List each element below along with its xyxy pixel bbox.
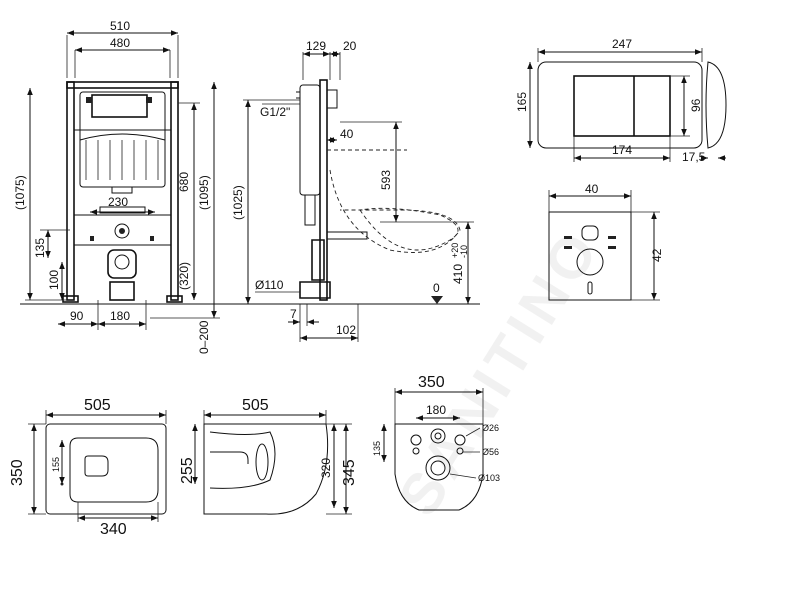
plate-thickness: 17,5 — [682, 150, 706, 164]
seat-length: 340 — [100, 521, 127, 538]
dim-135: 135 — [372, 441, 382, 456]
height-135: 135 — [33, 238, 47, 258]
height-100: 100 — [47, 270, 61, 290]
side-top-20: 20 — [343, 39, 357, 53]
bowl-top-width: 350 — [9, 459, 26, 486]
side-top-129: 129 — [306, 39, 326, 53]
offset-102: 102 — [336, 323, 356, 337]
bowl-height-back: 255 — [179, 457, 196, 484]
bowl-height-320: 320 — [319, 458, 333, 478]
plate-width: 247 — [612, 37, 632, 51]
outlet-spacing: 230 — [108, 195, 128, 209]
frame-outer-width: 510 — [110, 19, 130, 33]
frame-left-height: (1075) — [13, 175, 27, 210]
seat-tol-minus: -10 — [459, 245, 469, 258]
side-depth-40: 40 — [340, 127, 354, 141]
adjust-range: 0–200 — [197, 320, 211, 354]
frame-inner-width: 480 — [110, 36, 130, 50]
bowl-top-length: 505 — [84, 397, 111, 414]
gasket-width: 40 — [585, 182, 599, 196]
bowl-height-front: 345 — [341, 459, 358, 486]
diameter-56: Ø56 — [482, 447, 499, 457]
seat-height: 410 — [451, 264, 465, 284]
bowl-side-length: 505 — [242, 397, 269, 414]
bottom-180: 180 — [110, 309, 130, 323]
plate-height: 165 — [515, 92, 529, 112]
buttons-height: 96 — [689, 98, 703, 112]
mid-height-680: 680 — [177, 172, 191, 192]
bowl-back-view: 350 180 135 Ø26 Ø56 Ø103 — [372, 374, 500, 511]
frame-right-height: (1095) — [197, 175, 211, 210]
zero-mark: 0 — [433, 281, 440, 295]
diameter-26: Ø26 — [482, 423, 499, 433]
pipe-diameter: Ø110 — [255, 278, 284, 292]
bolt-spacing: 180 — [426, 403, 446, 417]
flush-plate: 247 165 96 174 17,5 — [515, 37, 727, 164]
bottom-90: 90 — [70, 309, 84, 323]
bowl-top-view: 505 350 155 340 — [9, 397, 167, 538]
side-height-1025: (1025) — [231, 185, 245, 220]
bowl-side-view: 505 255 320 345 — [179, 397, 358, 515]
diameter-103: Ø103 — [478, 473, 500, 483]
gasket-height: 42 — [650, 248, 664, 262]
frame-side-view: 129 20 G1/2" 40 (1025) 593 410 +20 — [231, 39, 480, 342]
offset-7: 7 — [290, 307, 297, 321]
seat-tol-plus: +20 — [450, 243, 460, 258]
bowl-back-width: 350 — [418, 374, 445, 391]
side-height-593: 593 — [379, 170, 393, 190]
thread-label: G1/2" — [260, 105, 290, 119]
frame-front-view: 510 480 230 (1075) — [13, 19, 250, 354]
height-320: (320) — [177, 262, 191, 290]
buttons-width: 174 — [612, 143, 632, 157]
dim-155: 155 — [51, 457, 61, 472]
sound-gasket: 40 42 — [548, 182, 664, 301]
